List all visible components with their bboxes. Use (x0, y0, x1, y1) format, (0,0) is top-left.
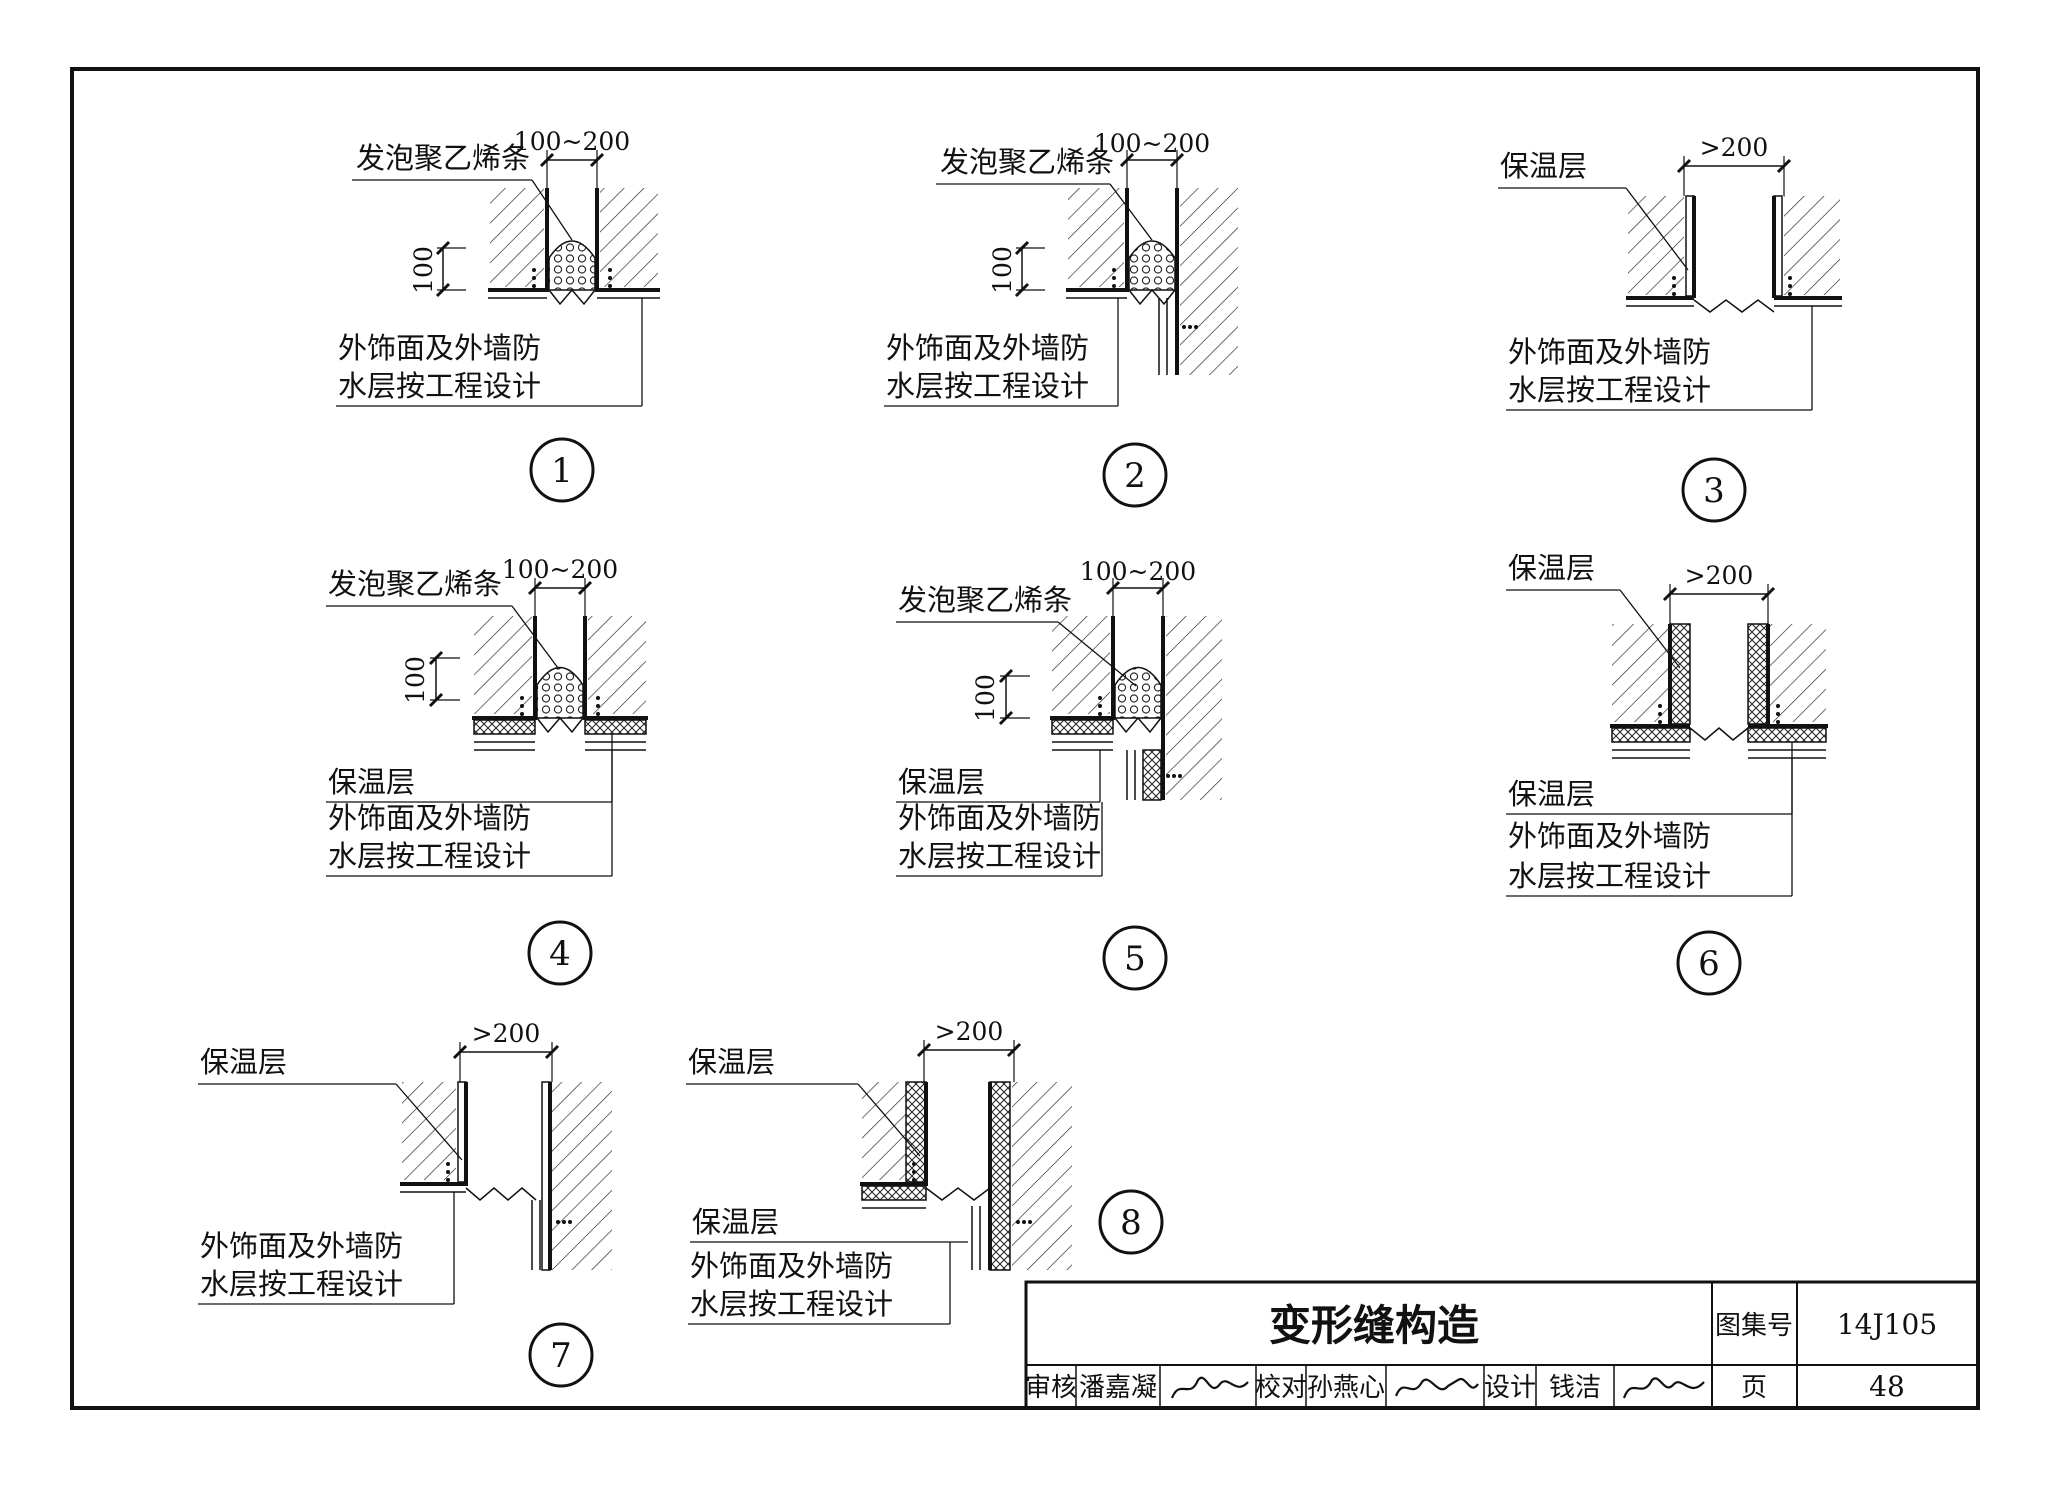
detail-4: 100~200 100 发泡聚乙烯条 保温层 外饰面及外墙防 水层按工程设计 4 (326, 555, 648, 986)
designer-signature (1622, 1377, 1705, 1399)
height-dimension: 100 (988, 246, 1017, 294)
label-insulation: 保温层 (898, 765, 985, 799)
detail-number: 7 (550, 1336, 572, 1376)
label-finish-line1: 外饰面及外墙防 (898, 801, 1101, 835)
label-finish-line2: 水层按工程设计 (1508, 373, 1711, 407)
label-finish-line2: 水层按工程设计 (1508, 859, 1711, 893)
check-label: 校对 (1255, 1373, 1307, 1403)
label-finish-line1: 外饰面及外墙防 (328, 801, 531, 835)
detail-5: 100~200 100 发泡聚乙烯条 保温层 外饰面及外墙防 水层按工程设计 5 (896, 557, 1222, 991)
height-dimension: 100 (971, 674, 1000, 722)
checker-name: 孙燕心 (1307, 1373, 1385, 1403)
label-insulation-lower: 保温层 (692, 1205, 779, 1239)
label-finish-line2: 水层按工程设计 (690, 1287, 893, 1321)
label-finish-line1: 外饰面及外墙防 (690, 1249, 893, 1283)
label-insulation: 保温层 (1500, 149, 1587, 183)
detail-number: 2 (1124, 456, 1146, 496)
reviewer-name: 潘嘉凝 (1079, 1373, 1157, 1403)
label-finish-line1: 外饰面及外墙防 (1508, 335, 1711, 369)
detail-number: 8 (1120, 1203, 1142, 1243)
label-insulation: 保温层 (688, 1045, 775, 1079)
design-label: 设计 (1484, 1373, 1536, 1403)
page-number: 48 (1869, 1370, 1905, 1403)
label-insulation: 保温层 (200, 1045, 287, 1079)
width-dimension: >200 (935, 1017, 1004, 1046)
label-finish-line2: 水层按工程设计 (200, 1267, 403, 1301)
detail-number: 4 (549, 934, 571, 974)
label-finish-line2: 水层按工程设计 (886, 369, 1089, 403)
label-foam-strip: 发泡聚乙烯条 (356, 141, 530, 175)
width-dimension: 100~200 (514, 127, 630, 156)
detail-3: >200 保温层 外饰面及外墙防 水层按工程设计 3 (1498, 133, 1842, 523)
label-foam-strip: 发泡聚乙烯条 (328, 567, 502, 601)
review-label: 审核 (1025, 1373, 1077, 1403)
label-finish-line2: 水层按工程设计 (328, 839, 531, 873)
detail-number: 5 (1124, 939, 1146, 979)
width-dimension: 100~200 (1080, 557, 1196, 586)
page-label: 页 (1741, 1373, 1767, 1403)
atlas-number: 14J105 (1837, 1308, 1937, 1341)
label-finish-line1: 外饰面及外墙防 (338, 331, 541, 365)
width-dimension: >200 (1700, 133, 1769, 162)
label-foam-strip: 发泡聚乙烯条 (898, 583, 1072, 617)
label-insulation-lower: 保温层 (1508, 777, 1595, 811)
label-finish-line1: 外饰面及外墙防 (200, 1229, 403, 1263)
drawing-title: 变形缝构造 (1269, 1301, 1479, 1350)
designer-name: 钱洁 (1549, 1373, 1601, 1403)
label-finish-line2: 水层按工程设计 (898, 839, 1101, 873)
detail-6: >200 保温层 保温层 外饰面及外墙防 水层按工程设计 6 (1506, 551, 1828, 996)
checker-signature (1394, 1377, 1479, 1397)
detail-number: 1 (551, 451, 573, 491)
detail-2: 100~200 100 发泡聚乙烯条 外饰面及外墙防 水层按工程设计 2 (884, 129, 1238, 508)
width-dimension: 100~200 (502, 555, 618, 584)
detail-number: 3 (1703, 471, 1725, 511)
title-block: 变形缝构造 图集号 14J105 页 48 审核 潘嘉凝 校对 孙燕心 设计 钱… (1024, 1280, 1980, 1410)
label-finish-line1: 外饰面及外墙防 (1508, 819, 1711, 853)
detail-1: 100~200 100 发泡聚乙烯条 外饰面及外墙防 水层按工程设计 1 (336, 127, 660, 503)
height-dimension: 100 (401, 656, 430, 704)
width-dimension: >200 (472, 1019, 541, 1048)
label-insulation: 保温层 (1508, 551, 1595, 585)
detail-number: 6 (1698, 944, 1720, 984)
label-foam-strip: 发泡聚乙烯条 (940, 145, 1114, 179)
atlas-number-label: 图集号 (1715, 1311, 1793, 1341)
label-finish-line2: 水层按工程设计 (338, 369, 541, 403)
width-dimension: 100~200 (1094, 129, 1210, 158)
reviewer-signature (1170, 1376, 1249, 1399)
label-insulation: 保温层 (328, 765, 415, 799)
label-finish-line1: 外饰面及外墙防 (886, 331, 1089, 365)
width-dimension: >200 (1685, 561, 1754, 590)
detail-7: >200 保温层 外饰面及外墙防 水层按工程设计 7 (198, 1019, 612, 1388)
height-dimension: 100 (409, 246, 438, 294)
detail-8: >200 保温层 保温层 外饰面及外墙防 水层按工程设计 8 (686, 1017, 1164, 1325)
